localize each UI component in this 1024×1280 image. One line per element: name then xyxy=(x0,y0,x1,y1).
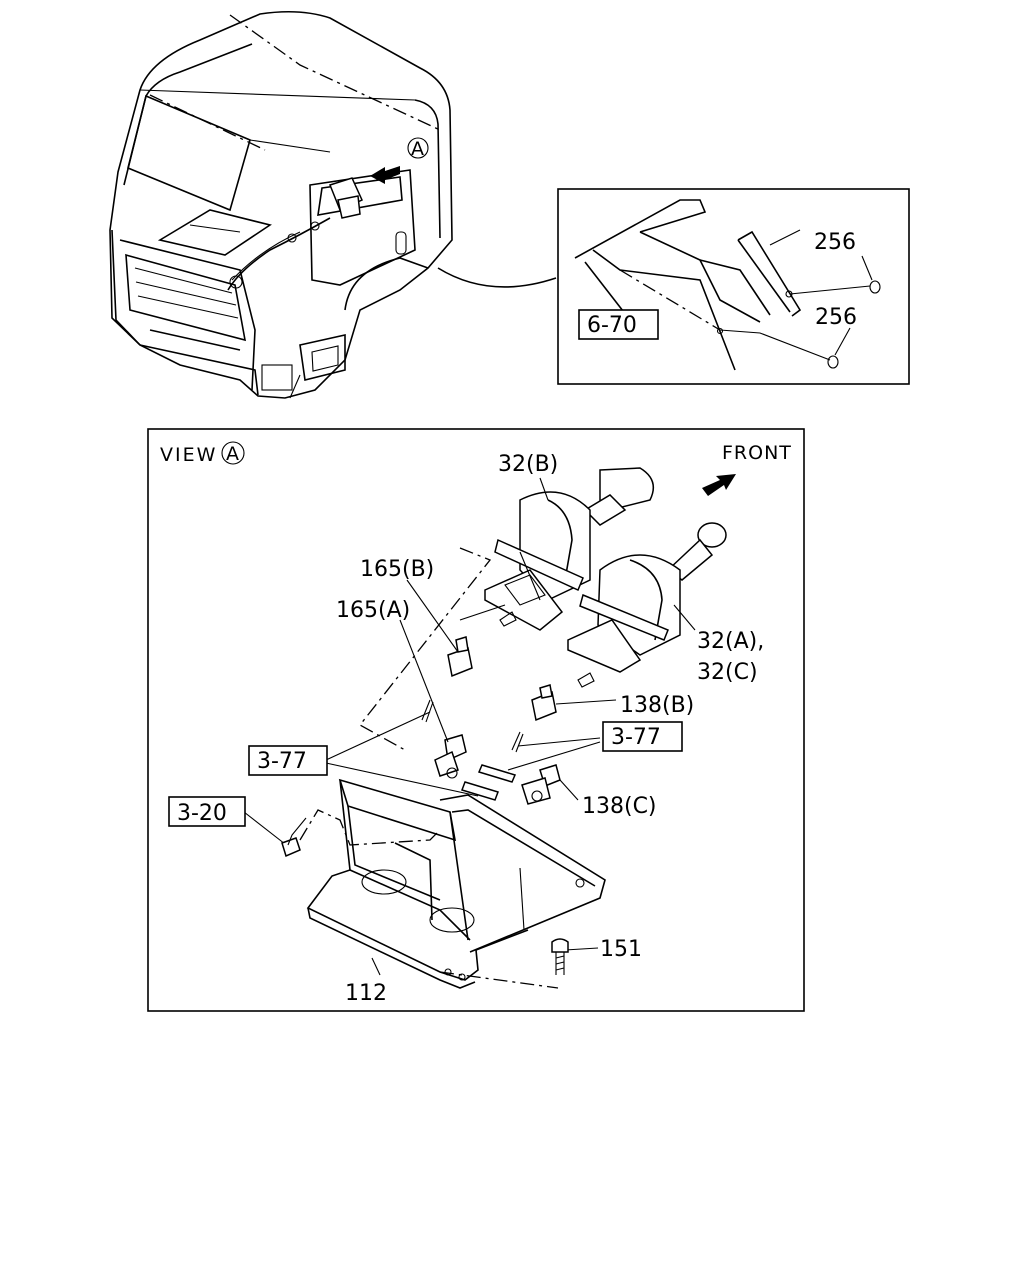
label-165b: 165(B) xyxy=(360,557,434,582)
label-6-70: 6-70 xyxy=(587,313,637,338)
label-32a: 32(A), xyxy=(697,629,764,654)
label-3-20: 3-20 xyxy=(177,801,227,826)
label-3-77-left: 3-77 xyxy=(257,749,307,774)
front-label: FRONT xyxy=(722,442,792,464)
ref-box-6-70 xyxy=(578,309,659,340)
label-3-77-right: 3-77 xyxy=(611,725,661,750)
label-32b: 32(B) xyxy=(498,452,558,477)
label-256-b: 256 xyxy=(815,305,857,330)
label-256-a: 256 xyxy=(814,230,856,255)
bracket-112 xyxy=(306,778,606,989)
leader-arrow xyxy=(437,267,557,288)
valve-32a xyxy=(567,522,727,688)
view-a-frame xyxy=(147,428,805,1012)
inset-frame xyxy=(557,188,910,385)
fitting-165a xyxy=(434,734,467,779)
valve-32b xyxy=(484,467,655,631)
label-151: 151 xyxy=(600,937,642,962)
truck-cab-illustration: A xyxy=(109,10,453,399)
cab-view-marker: A xyxy=(411,138,424,160)
bolt-151 xyxy=(551,938,569,975)
fitting-138c xyxy=(521,764,561,805)
bolt-3-20 xyxy=(281,817,307,858)
label-165a: 165(A) xyxy=(336,598,410,623)
detail-inset: 256 256 6-70 xyxy=(557,188,910,385)
label-138c: 138(C) xyxy=(582,794,657,819)
ref-box-3-77-left xyxy=(248,745,328,776)
label-112: 112 xyxy=(345,981,387,1006)
view-marker: A xyxy=(226,443,239,465)
view-title: VIEW xyxy=(160,444,217,466)
ref-box-3-20 xyxy=(168,796,246,827)
fitting-165b xyxy=(421,636,473,723)
front-arrow-icon xyxy=(702,474,736,496)
ref-box-3-77-right xyxy=(602,721,683,752)
fitting-138b xyxy=(511,684,557,753)
label-138b: 138(B) xyxy=(620,693,694,718)
label-32c: 32(C) xyxy=(697,660,758,685)
view-a-panel: VIEW A FRONT xyxy=(147,428,805,1012)
